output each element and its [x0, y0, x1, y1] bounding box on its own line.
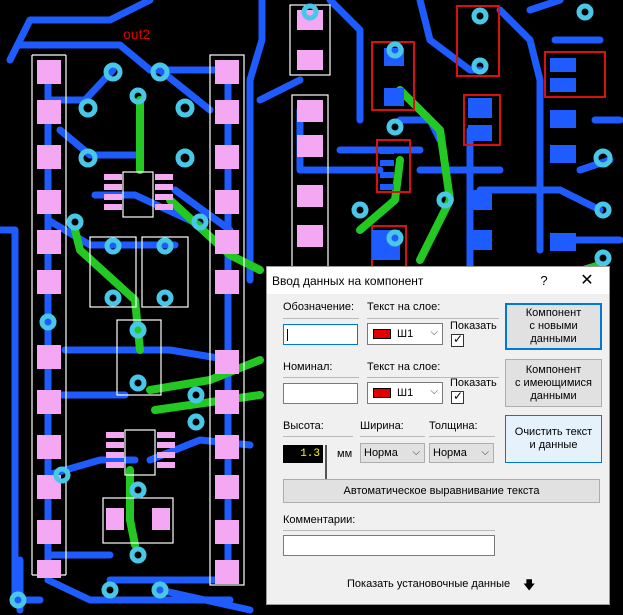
width-select[interactable]: Норма ⌵ [360, 443, 425, 463]
chevron-down-icon: ⌵ [430, 327, 438, 338]
designator-divider [283, 318, 359, 319]
clear-text-button-label: Очистить текст и данные [514, 426, 593, 451]
nominal-show-label: Показать [450, 377, 497, 389]
height-divider [283, 436, 353, 437]
comments-divider [283, 530, 495, 531]
new-component-button-label: Компонент с новыми данными [525, 307, 582, 345]
checkmark-icon: ✓ [453, 389, 464, 403]
nominal-label: Номинал: [283, 361, 333, 373]
height-label: Высота: [283, 420, 324, 432]
designator-show-label: Показать [450, 320, 497, 332]
thickness-divider [429, 436, 495, 437]
dialog-title: Ввод данных на компонент [272, 274, 424, 288]
checkmark-icon: ✓ [453, 332, 464, 346]
width-label: Ширина: [360, 420, 404, 432]
component-data-dialog: Ввод данных на компонент ? ✕ Обозначение… [266, 266, 610, 605]
pcb-pads [37, 10, 323, 584]
height-input[interactable]: 1.3 [283, 445, 323, 463]
nominal-layer-select[interactable]: Ш1 ⌵ [367, 382, 443, 404]
thickness-select[interactable]: Норма ⌵ [429, 443, 494, 463]
comments-label: Комментарии: [283, 514, 356, 526]
designator-layer-label: Текст на слое: [367, 301, 441, 313]
clear-text-button[interactable]: Очистить текст и данные [505, 415, 602, 463]
nominal-layer-divider [367, 377, 499, 378]
auto-align-button-label: Автоматическое выравнивание текста [343, 484, 540, 497]
layer-color-swatch [373, 388, 391, 398]
chevron-down-icon: ⌵ [412, 447, 420, 458]
designator-input[interactable] [283, 324, 358, 345]
designator-layer-select[interactable]: Ш1 ⌵ [367, 323, 443, 345]
existing-component-button[interactable]: Компонент с имеющимися данными [505, 359, 602, 407]
comments-input[interactable] [283, 535, 495, 556]
width-divider [360, 436, 425, 437]
chevron-down-icon: ⌵ [481, 447, 489, 458]
dialog-titlebar[interactable]: Ввод данных на компонент ? ✕ [267, 267, 609, 294]
height-unit: мм [337, 448, 353, 460]
designator-label: Обозначение: [283, 301, 355, 313]
show-install-data-link[interactable]: Показать установочные данные [347, 578, 511, 590]
designator-layer-divider [367, 318, 499, 319]
existing-component-button-label: Компонент с имеющимися данными [515, 363, 592, 402]
chevron-down-icon: ⌵ [430, 386, 438, 397]
nominal-divider [283, 377, 359, 378]
designator-show-checkbox[interactable]: ✓ [451, 332, 464, 347]
close-button[interactable]: ✕ [580, 272, 594, 289]
pcb-vias [9, 3, 613, 609]
help-button[interactable]: ? [540, 273, 548, 288]
new-component-button[interactable]: Компонент с новыми данными [505, 303, 602, 350]
arrow-down-icon[interactable]: 🡇 [523, 578, 536, 592]
thickness-value: Норма [433, 447, 467, 459]
nominal-layer-value: Ш1 [397, 387, 414, 399]
nominal-layer-label: Текст на слое: [367, 361, 441, 373]
width-value: Норма [364, 447, 398, 459]
nominal-input[interactable] [283, 383, 358, 404]
layer-color-swatch [373, 329, 391, 339]
nominal-show-checkbox[interactable]: ✓ [451, 389, 464, 404]
net-label: out2 [123, 26, 151, 42]
designator-layer-value: Ш1 [397, 328, 414, 340]
height-spinner[interactable] [325, 445, 331, 481]
auto-align-button[interactable]: Автоматическое выравнивание текста [283, 479, 600, 503]
pcb-pads-blue [372, 48, 576, 260]
thickness-label: Толщина: [429, 420, 478, 432]
text-caret [287, 329, 288, 341]
